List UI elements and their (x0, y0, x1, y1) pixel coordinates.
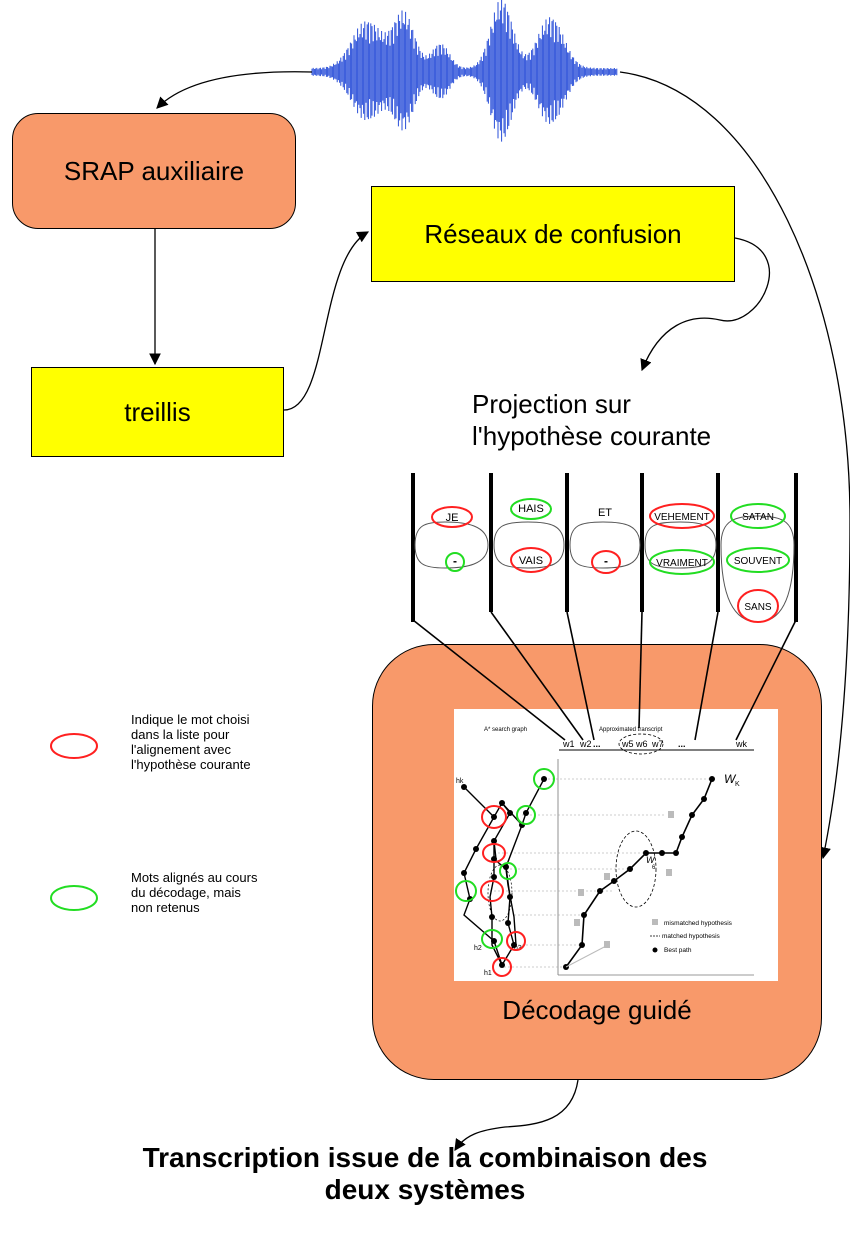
legend-green-oval (50, 885, 98, 911)
cn-word-sans: SANS (744, 602, 772, 613)
sg-word-wk: wk (735, 739, 747, 749)
sg-word-dots2: ... (678, 739, 686, 749)
marker-red (649, 503, 715, 529)
marker-red (510, 547, 552, 573)
final-transcription-title: Transcription issue de la combinaison de… (0, 1142, 850, 1206)
sg-w6-sub: 6 (652, 865, 656, 871)
legend-red-text: Indique le mot choisi dans la liste pour… (131, 712, 331, 772)
cn-word-et: ET (598, 507, 612, 519)
srap-label: SRAP auxiliaire (63, 155, 245, 186)
sg-hyp-h1: h1 (484, 970, 492, 977)
sg-w6-label: W (646, 855, 656, 865)
sg-hyp-hk: hk (456, 778, 464, 785)
decodage-guide-box: A* search graph Approximated transcript … (372, 644, 822, 1080)
cn-word-satan: SATAN (742, 512, 774, 523)
reseaux-label: Réseaux de confusion (424, 218, 682, 249)
arrow-reseaux-to-projection (640, 237, 770, 372)
projection-label: Projection sur l'hypothèse courante (472, 388, 711, 452)
cn-word-souvent: SOUVENT (734, 556, 782, 567)
sg-word-w5: w5 (621, 739, 634, 749)
decodage-label: Décodage guidé (502, 995, 692, 1025)
search-graph-panel: A* search graph Approximated transcript … (454, 709, 778, 981)
cn-word-eps-1: - (453, 554, 457, 568)
legend-red-line: Indique le mot choisi (131, 712, 250, 727)
arrow-wave-to-srap (156, 71, 313, 109)
sg-hyp-h2: h2 (474, 945, 482, 952)
projection-line1: Projection sur (472, 389, 631, 419)
arrow-decodage-to-final (454, 1079, 579, 1151)
projection-line2: l'hypothèse courante (472, 421, 712, 451)
legend-green-line: Mots alignés au cours (131, 870, 258, 885)
marker-green (510, 498, 552, 520)
speech-waveform (311, 0, 618, 142)
sg-wk-sub: K (735, 781, 740, 788)
sg-word-w2: w2 (579, 739, 592, 749)
legend-red-line: l'alignement avec (131, 742, 232, 757)
sg-word-dots1: ... (593, 739, 601, 749)
sg-legend-matched: matched hypothesis (662, 933, 721, 940)
arrow-treillis-to-reseaux (283, 231, 370, 411)
reseaux-confusion-box: Réseaux de confusion (371, 186, 735, 282)
sg-left-title: A* search graph (484, 727, 527, 733)
sg-wk-label: W (724, 772, 737, 786)
sg-word-w7: w7 (651, 739, 664, 749)
sg-word-w6: w6 (635, 739, 648, 749)
sg-legend-mismatched: mismatched hypothesis (664, 920, 733, 927)
legend-red-line: dans la liste pour (131, 727, 230, 742)
legend-green-line: non retenus (131, 900, 200, 915)
cn-word-je: JE (446, 512, 459, 524)
marker-red (431, 506, 473, 528)
legend-red-line: l'hypothèse courante (131, 757, 251, 772)
sg-word-w1: w1 (562, 739, 575, 749)
search-graph-svg: A* search graph Approximated transcript … (455, 727, 754, 977)
legend-green-line: du décodage, mais (131, 885, 241, 900)
marker-red (591, 550, 621, 574)
sg-right-title: Approximated transcript (599, 727, 663, 733)
sg-legend-bestpath: Best path (664, 947, 692, 954)
marker-green (726, 547, 790, 573)
sg-hyp-h3: h3 (514, 945, 522, 952)
final-line2: deux systèmes (324, 1174, 526, 1205)
marker-green (649, 549, 715, 575)
cn-word-eps-2: - (604, 554, 608, 568)
final-line1: Transcription issue de la combinaison de… (142, 1142, 708, 1173)
waveform-path (311, 0, 618, 142)
cn-word-vais: VAIS (519, 555, 543, 567)
srap-auxiliaire-box: SRAP auxiliaire (12, 113, 296, 229)
cn-word-vehement: VEHEMENT (654, 512, 710, 523)
marker-green (445, 552, 465, 572)
legend-green-text: Mots alignés au cours du décodage, mais … (131, 870, 331, 915)
legend-red-oval (50, 733, 98, 759)
cn-word-hais: HAIS (518, 503, 544, 515)
arrow-wave-to-decodage (619, 71, 850, 860)
treillis-label: treillis (124, 396, 191, 427)
marker-green (730, 503, 786, 529)
cn-word-vraiment: VRAIMENT (656, 558, 708, 569)
treillis-box: treillis (31, 367, 284, 457)
confusion-network: JE - HAIS VAIS ET - VEHEMENT VRAIMENT SA… (411, 473, 798, 623)
